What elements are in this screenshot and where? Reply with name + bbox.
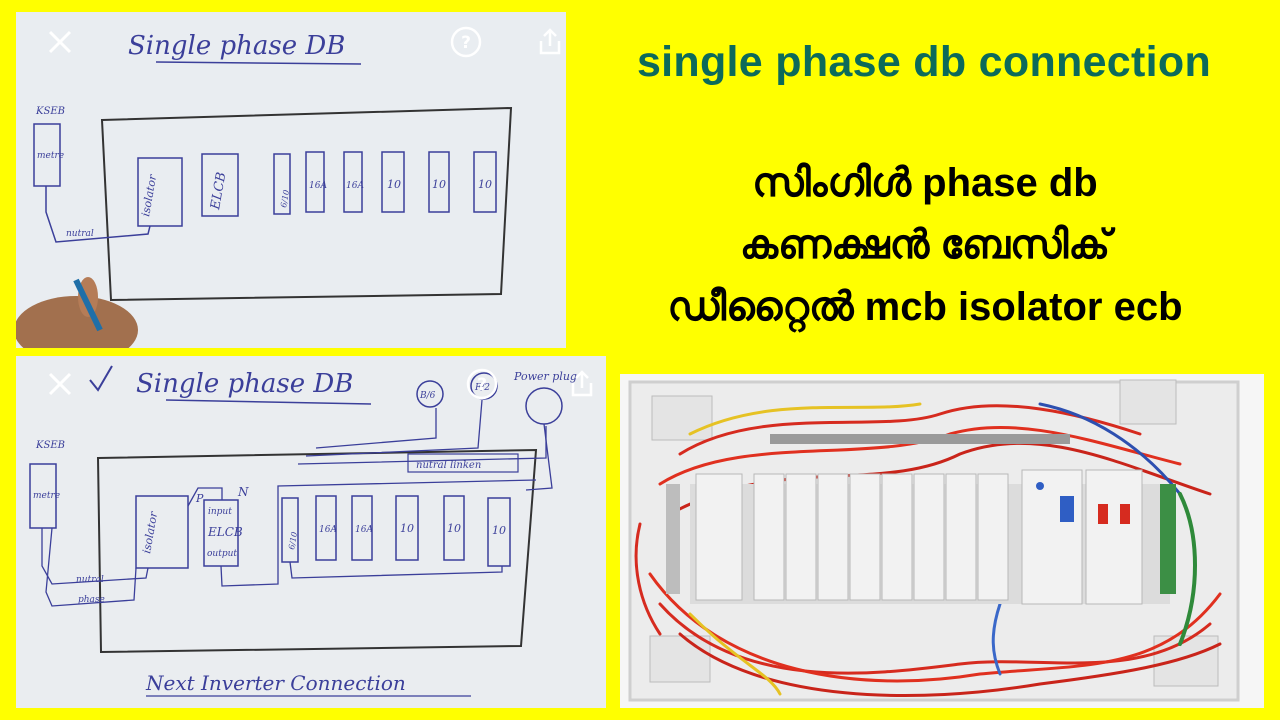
wiring xyxy=(41,399,553,607)
load-label: B/6 xyxy=(419,391,436,401)
breaker-row xyxy=(695,469,1143,605)
elcb-input-label: input xyxy=(208,507,232,517)
close-icon[interactable] xyxy=(42,366,78,402)
isolator-box xyxy=(137,157,183,227)
wire-label-phase: phase xyxy=(78,595,105,605)
mcb-label: 16A xyxy=(309,181,327,191)
malayalam-title: സിംഗിൾ phase db കണക്ഷൻ ബേസിക് ഡീറ്റൈൽ mc… xyxy=(580,152,1270,338)
mcb-label: 10 xyxy=(387,178,401,191)
malayalam-title-line: കണക്ഷൻ ബേസിക് xyxy=(739,223,1111,267)
pen-image xyxy=(73,278,103,332)
earth-strip xyxy=(666,484,680,594)
mcb-label: 16A xyxy=(355,525,373,535)
help-icon[interactable]: ? xyxy=(448,24,484,60)
close-icon[interactable] xyxy=(42,24,78,60)
elcb-label: ELCB xyxy=(207,525,243,539)
db-enclosure xyxy=(100,106,513,302)
meter-box xyxy=(33,123,61,187)
mcb-label: 16A xyxy=(346,181,364,191)
malayalam-title-line: ഡീറ്റൈൽ mcb isolator ecb xyxy=(667,285,1183,329)
bottom-diagram-footer: Next Inverter Connection xyxy=(145,671,406,695)
load-label: F/2 xyxy=(474,383,490,393)
neutral-bar xyxy=(770,434,1070,444)
mcb-label: 10 xyxy=(478,178,492,191)
mcb-label: 10 xyxy=(492,524,506,537)
neutral-link-box xyxy=(407,453,519,473)
meter-label: metre xyxy=(33,491,60,501)
wire-bundle xyxy=(634,402,1222,698)
mcb-label: 10 xyxy=(447,522,461,535)
meter-label-top: KSEB xyxy=(35,440,65,451)
mcb-label: 6/10 xyxy=(287,531,299,550)
hand-image xyxy=(16,296,138,348)
neutral-wire xyxy=(45,186,151,243)
meter-box xyxy=(29,463,57,529)
top-diagram: Single phase DB KSEB metre isolator ELCB… xyxy=(16,12,566,348)
mcb-label: 10 xyxy=(432,178,446,191)
elcb-box xyxy=(201,153,239,217)
bottom-diagram-title: Single phase DB xyxy=(136,369,353,399)
db-photo xyxy=(620,374,1264,708)
bottom-diagram: Single phase DB B/6 F/2 Power plug KSEB … xyxy=(16,356,606,708)
mcb-label: 10 xyxy=(400,522,414,535)
n-label: N xyxy=(237,485,249,499)
help-icon[interactable]: ? xyxy=(464,366,500,402)
meter-label: metre xyxy=(37,151,64,161)
english-title: single phase db connection xyxy=(636,38,1212,86)
mcb-label: 16A xyxy=(319,525,337,535)
isolator-box xyxy=(135,495,189,569)
p-label: P xyxy=(195,492,204,505)
elcb-label: ELCB xyxy=(208,171,229,212)
bottom-diagram-panel: Single phase DB B/6 F/2 Power plug KSEB … xyxy=(16,356,606,708)
malayalam-title-line: സിംഗിൾ phase db xyxy=(752,161,1098,205)
wire-label: nutral xyxy=(66,229,94,239)
mcb-label: 6/10 xyxy=(279,189,291,208)
wire-label-nutral: nutral xyxy=(76,575,104,585)
mcb-row: 6/10 16A 16A 10 10 10 xyxy=(273,151,497,215)
db-photo-illustration xyxy=(620,374,1264,708)
green-terminal xyxy=(1160,484,1176,594)
top-diagram-title: Single phase DB xyxy=(128,31,345,61)
svg-text:?: ? xyxy=(477,375,487,395)
neutral-link-label: nutral linken xyxy=(416,460,481,471)
top-diagram-panel: Single phase DB KSEB metre isolator ELCB… xyxy=(16,12,566,348)
meter-label-top: KSEB xyxy=(35,106,65,117)
mcb-row: 6/10 16A 16A 10 10 10 xyxy=(281,495,511,567)
elcb-output-label: output xyxy=(207,549,237,559)
load-label: Power plug xyxy=(513,370,577,383)
share-icon[interactable] xyxy=(564,366,600,402)
share-icon[interactable] xyxy=(532,24,566,60)
svg-text:?: ? xyxy=(461,33,471,53)
